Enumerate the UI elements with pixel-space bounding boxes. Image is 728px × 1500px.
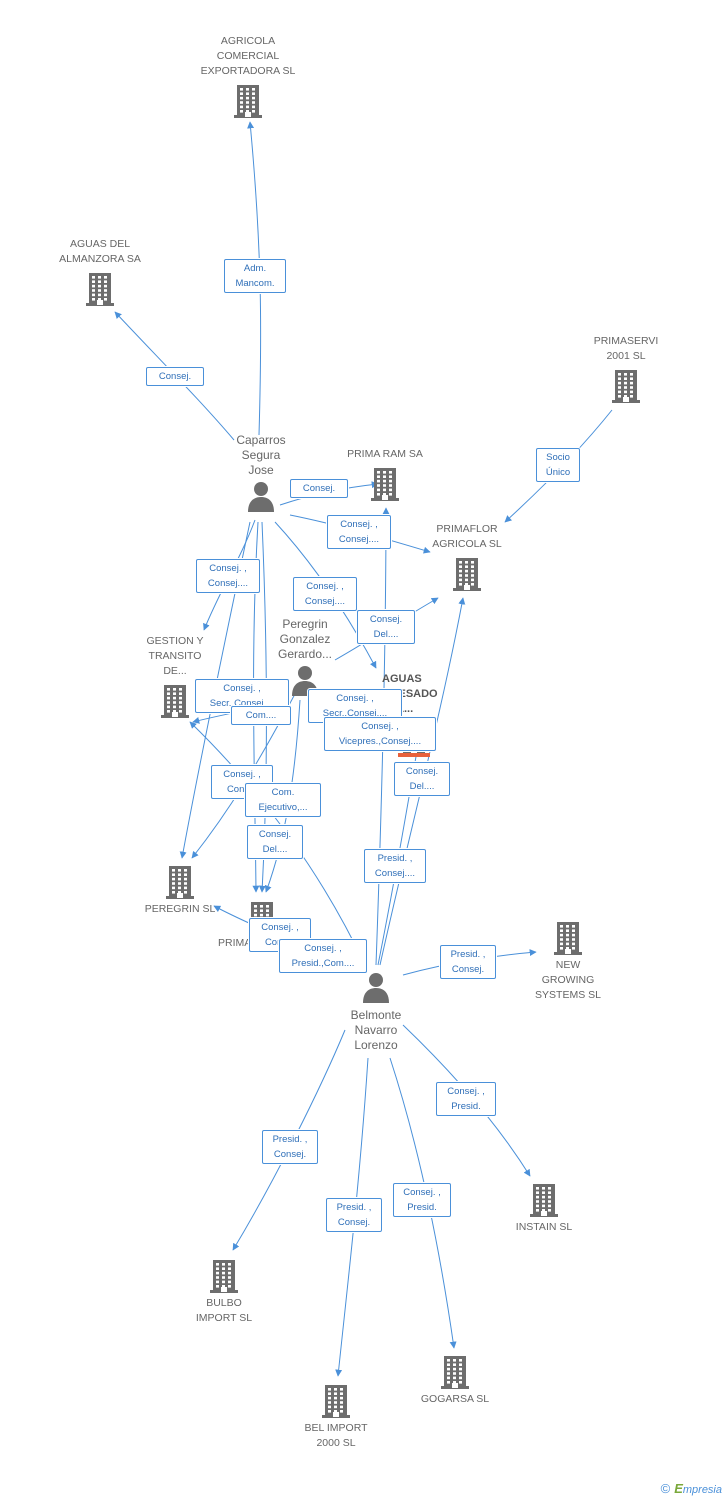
edge-label-presid-consej[interactable]: Presid. , Consej.	[262, 1130, 318, 1164]
node-label: AGRICOLA COMERCIAL EXPORTADORA SL	[200, 35, 296, 77]
node-newgrowing[interactable]: NEW GROWING SYSTEMS SL	[520, 920, 616, 1003]
node-gogarsa[interactable]: GOGARSA SL	[405, 1354, 505, 1407]
edge-label-consej-consej[interactable]: Consej. , Consej....	[327, 515, 391, 549]
edge-label-consej-vicepres[interactable]: Consej. , Vicepres.,Consej....	[324, 717, 436, 751]
building-icon	[612, 370, 640, 403]
node-label: AGUAS DEL ALMANZORA SA	[59, 238, 141, 265]
person-icon	[248, 482, 274, 512]
edge-label-consej-presid[interactable]: Consej. , Presid.	[436, 1082, 496, 1116]
node-label: Peregrin Gonzalez Gerardo...	[277, 617, 333, 661]
copyright-icon: ©	[660, 1481, 671, 1496]
edge-label-consej-consej[interactable]: Consej. , Consej....	[293, 577, 357, 611]
node-bulbo[interactable]: BULBO IMPORT SL	[176, 1258, 272, 1326]
node-label: Belmonte Navarro Lorenzo	[350, 1008, 402, 1052]
edge-label-com[interactable]: Com....	[231, 706, 291, 725]
edge-label-consej-del[interactable]: Consej. Del....	[394, 762, 450, 796]
node-primaram[interactable]: PRIMA RAM SA	[335, 447, 435, 502]
edge-label-consej-presid-com[interactable]: Consej. , Presid.,Com....	[279, 939, 367, 973]
node-caparros[interactable]: Caparros Segura Jose	[223, 433, 299, 513]
building-icon	[530, 1184, 558, 1217]
building-icon	[554, 922, 582, 955]
brand-name: mpresia	[682, 1484, 722, 1496]
empresia-watermark: ©Empresia	[661, 1481, 722, 1496]
node-gestion[interactable]: GESTION Y TRANSITO DE...	[130, 634, 220, 719]
node-label: Caparros Segura Jose	[236, 433, 286, 477]
building-icon	[441, 1356, 469, 1389]
node-label: BULBO IMPORT SL	[195, 1297, 253, 1324]
edge-label-com-ejecutivo[interactable]: Com. Ejecutivo,...	[245, 783, 321, 817]
node-label: GESTION Y TRANSITO DE...	[146, 635, 204, 677]
node-label: BEL IMPORT 2000 SL	[304, 1422, 368, 1449]
node-instain[interactable]: INSTAIN SL	[494, 1182, 594, 1235]
building-icon	[210, 1260, 238, 1293]
edge-label-presid-consej[interactable]: Presid. , Consej.	[326, 1198, 382, 1232]
node-primaservi[interactable]: PRIMASERVI 2001 SL	[576, 334, 676, 404]
node-bel-import[interactable]: BEL IMPORT 2000 SL	[286, 1383, 386, 1451]
node-label: PRIMAFLOR AGRICOLA SL	[432, 523, 502, 550]
edge-label-adm-mancom[interactable]: Adm. Mancom.	[224, 259, 286, 293]
node-belmonte[interactable]: Belmonte Navarro Lorenzo	[336, 972, 416, 1053]
building-icon	[166, 866, 194, 899]
node-peregrin-person[interactable]: Peregrin Gonzalez Gerardo...	[267, 617, 343, 697]
node-label: PRIMA RAM SA	[347, 448, 423, 460]
edge-label-consej[interactable]: Consej.	[290, 479, 348, 498]
brand-initial: E	[674, 1481, 683, 1496]
node-label: NEW GROWING SYSTEMS SL	[535, 959, 601, 1001]
person-icon	[363, 973, 389, 1003]
edge-label-consej-del[interactable]: Consej. Del....	[247, 825, 303, 859]
edge-label-presid-consej[interactable]: Presid. , Consej....	[364, 849, 426, 883]
building-icon	[322, 1385, 350, 1418]
building-icon	[161, 685, 189, 718]
node-label: PRIMASERVI 2001 SL	[593, 335, 659, 362]
node-agricola[interactable]: AGRICOLA COMERCIAL EXPORTADORA SL	[188, 34, 308, 119]
building-icon	[371, 468, 399, 501]
node-primaflor[interactable]: PRIMAFLOR AGRICOLA SL	[415, 522, 519, 592]
building-icon	[86, 273, 114, 306]
node-almanzora[interactable]: AGUAS DEL ALMANZORA SA	[45, 237, 155, 307]
edge-label-consej-presid[interactable]: Consej. , Presid.	[393, 1183, 451, 1217]
node-label: INSTAIN SL	[515, 1221, 573, 1233]
building-icon	[234, 85, 262, 118]
edge-label-presid-consej[interactable]: Presid. , Consej.	[440, 945, 496, 979]
node-label: PEREGRIN SL	[144, 903, 216, 915]
node-peregrin-sl[interactable]: PEREGRIN SL	[130, 864, 230, 917]
edge-label-consej-consej[interactable]: Consej. , Consej....	[196, 559, 260, 593]
edge-label-consej[interactable]: Consej.	[146, 367, 204, 386]
edge-label-socio-unico[interactable]: Socio Único	[536, 448, 580, 482]
node-label: GOGARSA SL	[420, 1393, 490, 1405]
building-icon	[453, 558, 481, 591]
edge-label-consej-del[interactable]: Consej. Del....	[357, 610, 415, 644]
